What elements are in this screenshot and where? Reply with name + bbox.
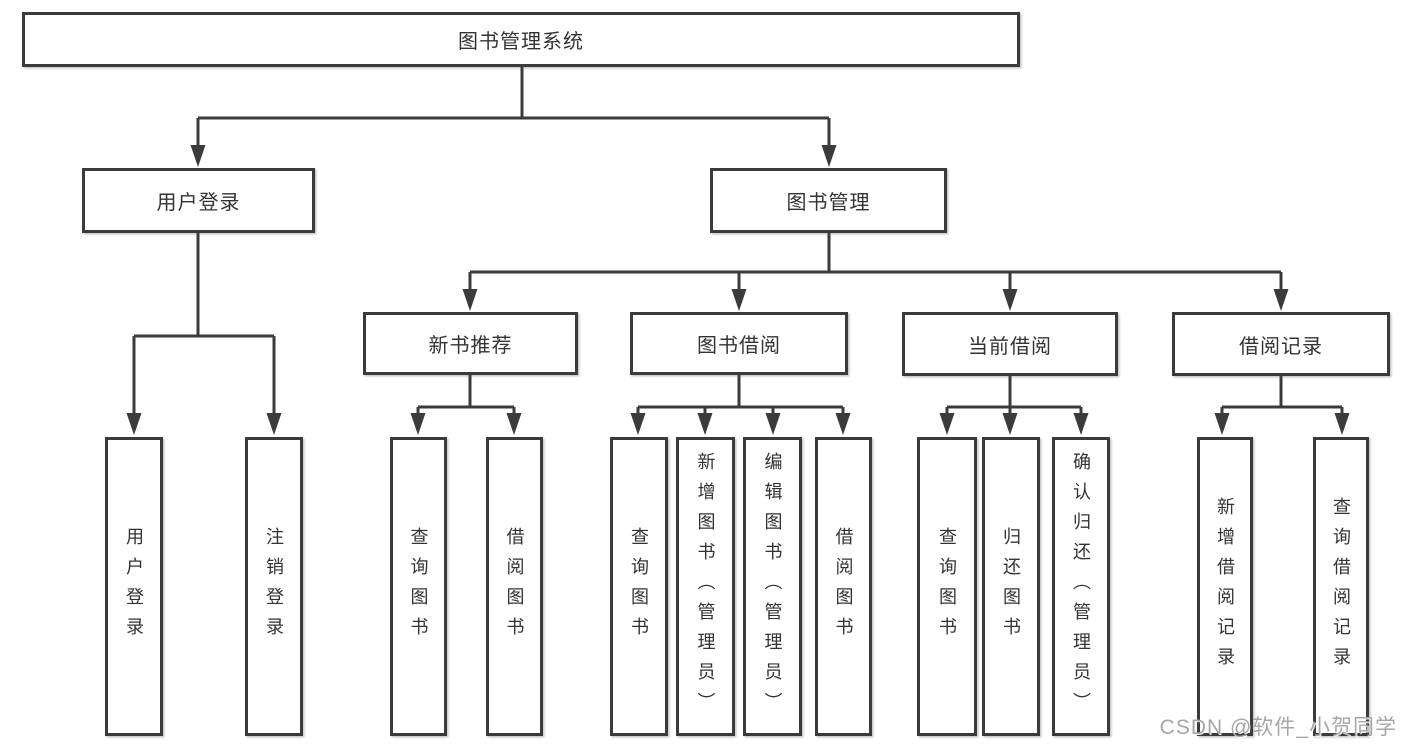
node-book-borrow: 图书借阅 bbox=[630, 312, 848, 375]
leaf-query-books-new-label: 查询图书 bbox=[408, 526, 429, 647]
leaf-logout: 注销登录 bbox=[245, 437, 303, 736]
leaf-query-books-borrow: 查询图书 bbox=[610, 437, 668, 736]
leaf-return-books: 归还图书 bbox=[982, 437, 1040, 736]
leaf-borrow-books-new: 借阅图书 bbox=[486, 437, 543, 736]
leaf-user-login-label: 用户登录 bbox=[124, 526, 144, 647]
leaf-add-borrow-record-label: 新增借阅记录 bbox=[1215, 496, 1235, 677]
leaf-add-book-admin: 新增图书（管理员） bbox=[676, 437, 735, 736]
leaf-confirm-return-admin: 确认归还（管理员） bbox=[1052, 437, 1110, 736]
leaf-edit-book-admin: 编辑图书（管理员） bbox=[743, 437, 802, 736]
leaf-query-borrow-record-label: 查询借阅记录 bbox=[1331, 496, 1351, 677]
leaf-query-books-borrow-label: 查询图书 bbox=[629, 526, 649, 647]
leaf-query-books-current: 查询图书 bbox=[917, 437, 977, 736]
node-new-books-label: 新书推荐 bbox=[428, 335, 513, 357]
leaf-query-books-new: 查询图书 bbox=[390, 437, 447, 736]
node-book-management: 图书管理 bbox=[710, 168, 947, 233]
node-borrow-records: 借阅记录 bbox=[1172, 312, 1390, 376]
leaf-edit-book-admin-label: 编辑图书（管理员） bbox=[762, 451, 783, 722]
leaf-user-login: 用户登录 bbox=[105, 437, 163, 736]
leaf-borrow-books-borrow: 借阅图书 bbox=[815, 437, 872, 736]
leaf-add-borrow-record: 新增借阅记录 bbox=[1197, 437, 1253, 736]
node-current-borrow-label: 当前借阅 bbox=[968, 335, 1052, 358]
node-user-login-label: 用户登录 bbox=[156, 192, 241, 214]
node-borrow-records-label: 借阅记录 bbox=[1239, 335, 1323, 358]
node-root-label: 图书管理系统 bbox=[458, 31, 584, 53]
arrowheads bbox=[126, 145, 1350, 435]
leaf-query-borrow-record: 查询借阅记录 bbox=[1313, 437, 1369, 736]
leaf-borrow-books-borrow-label: 借阅图书 bbox=[833, 526, 854, 647]
leaf-borrow-books-new-label: 借阅图书 bbox=[504, 526, 525, 647]
leaf-add-book-admin-label: 新增图书（管理员） bbox=[695, 451, 716, 722]
leaf-query-books-current-label: 查询图书 bbox=[937, 526, 957, 647]
leaf-return-books-label: 归还图书 bbox=[1001, 526, 1021, 647]
node-book-borrow-label: 图书借阅 bbox=[697, 335, 781, 357]
node-current-borrow: 当前借阅 bbox=[902, 312, 1118, 376]
node-book-management-label: 图书管理 bbox=[786, 192, 871, 214]
node-root: 图书管理系统 bbox=[22, 12, 1020, 67]
watermark: CSDN @软件_小贺同学 bbox=[1159, 716, 1397, 739]
leaf-confirm-return-admin-label: 确认归还（管理员） bbox=[1071, 451, 1091, 722]
node-new-books: 新书推荐 bbox=[363, 312, 578, 375]
node-user-login: 用户登录 bbox=[82, 168, 315, 233]
leaf-logout-label: 注销登录 bbox=[264, 526, 284, 647]
